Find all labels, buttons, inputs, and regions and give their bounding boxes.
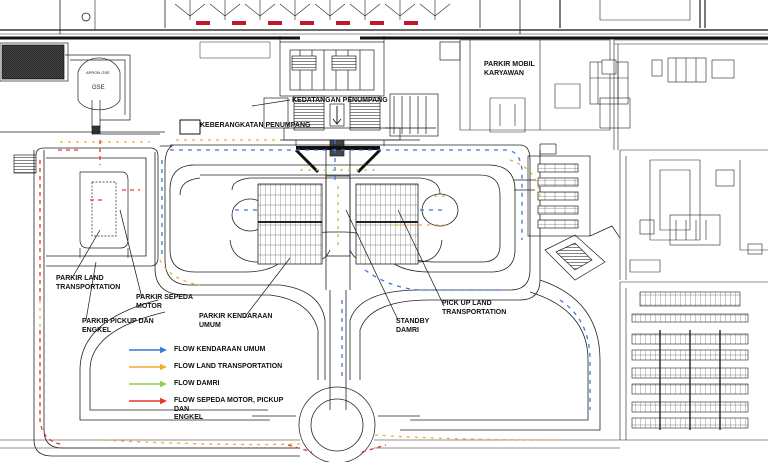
legend-item-sepeda-motor: FLOW SEPEDA MOTOR, PICKUP DAN ENGKEL	[128, 397, 298, 421]
arrow-right-icon	[129, 363, 167, 371]
gse-area	[0, 42, 201, 135]
label-gse: GSE	[92, 85, 105, 91]
arrow-right-icon	[129, 346, 167, 354]
legend-item-land-transportation: FLOW LAND TRANSPORTATION	[128, 363, 298, 380]
legend-label: FLOW KENDARAAN UMUM	[174, 346, 266, 353]
legend: FLOW KENDARAAN UMUM FLOW LAND TRANSPORTA…	[128, 346, 298, 421]
legend-item-damri: FLOW DAMRI	[128, 380, 298, 397]
label-apron-gse: APRON GSE	[86, 70, 110, 75]
flow-sepeda-motor	[39, 140, 387, 453]
left-parking	[13, 154, 129, 258]
label-leaders	[71, 99, 445, 321]
label-parkir-land: PARKIR LAND TRANSPORTATION	[56, 275, 121, 291]
flow-land-transportation	[39, 139, 561, 446]
far-right-buildings	[619, 149, 768, 280]
legend-label: FLOW SEPEDA MOTOR, PICKUP DAN ENGKEL	[174, 397, 284, 421]
office-area	[459, 39, 768, 150]
road-network	[0, 144, 620, 462]
label-parkir-pickup: PARKIR PICKUP DAN ENGKEL	[82, 318, 154, 334]
flow-kendaraan-umum	[161, 140, 591, 410]
arrow-right-icon	[129, 397, 167, 405]
label-standby-damri: STANDBY DAMRI	[396, 318, 430, 334]
right-parking-lot	[527, 143, 621, 281]
staff-parking-grid	[619, 281, 768, 441]
legend-label: FLOW LAND TRANSPORTATION	[174, 363, 283, 370]
label-keberangkatan: KEBERANGKATAN PENUMPANG	[200, 122, 311, 129]
apron-stand-markers	[196, 21, 418, 25]
label-parkir-umum: PARKIR KENDARAAN UMUM	[199, 313, 273, 329]
label-pickup-land: PICK UP LAND TRANSPORTATION	[442, 300, 507, 316]
legend-item-kendaraan-umum: FLOW KENDARAAN UMUM	[128, 346, 298, 363]
legend-label: FLOW DAMRI	[174, 380, 220, 387]
label-parkir-karyawan: PARKIR MOBIL KARYAWAN	[484, 61, 535, 77]
arrow-right-icon	[129, 380, 167, 388]
label-kedatangan: KEDATANGAN PENUMPANG	[292, 97, 388, 104]
flow-damri	[300, 169, 450, 250]
terminal-building	[199, 36, 461, 174]
label-parkir-sepeda: PARKIR SEPEDA MOTOR	[136, 294, 194, 310]
